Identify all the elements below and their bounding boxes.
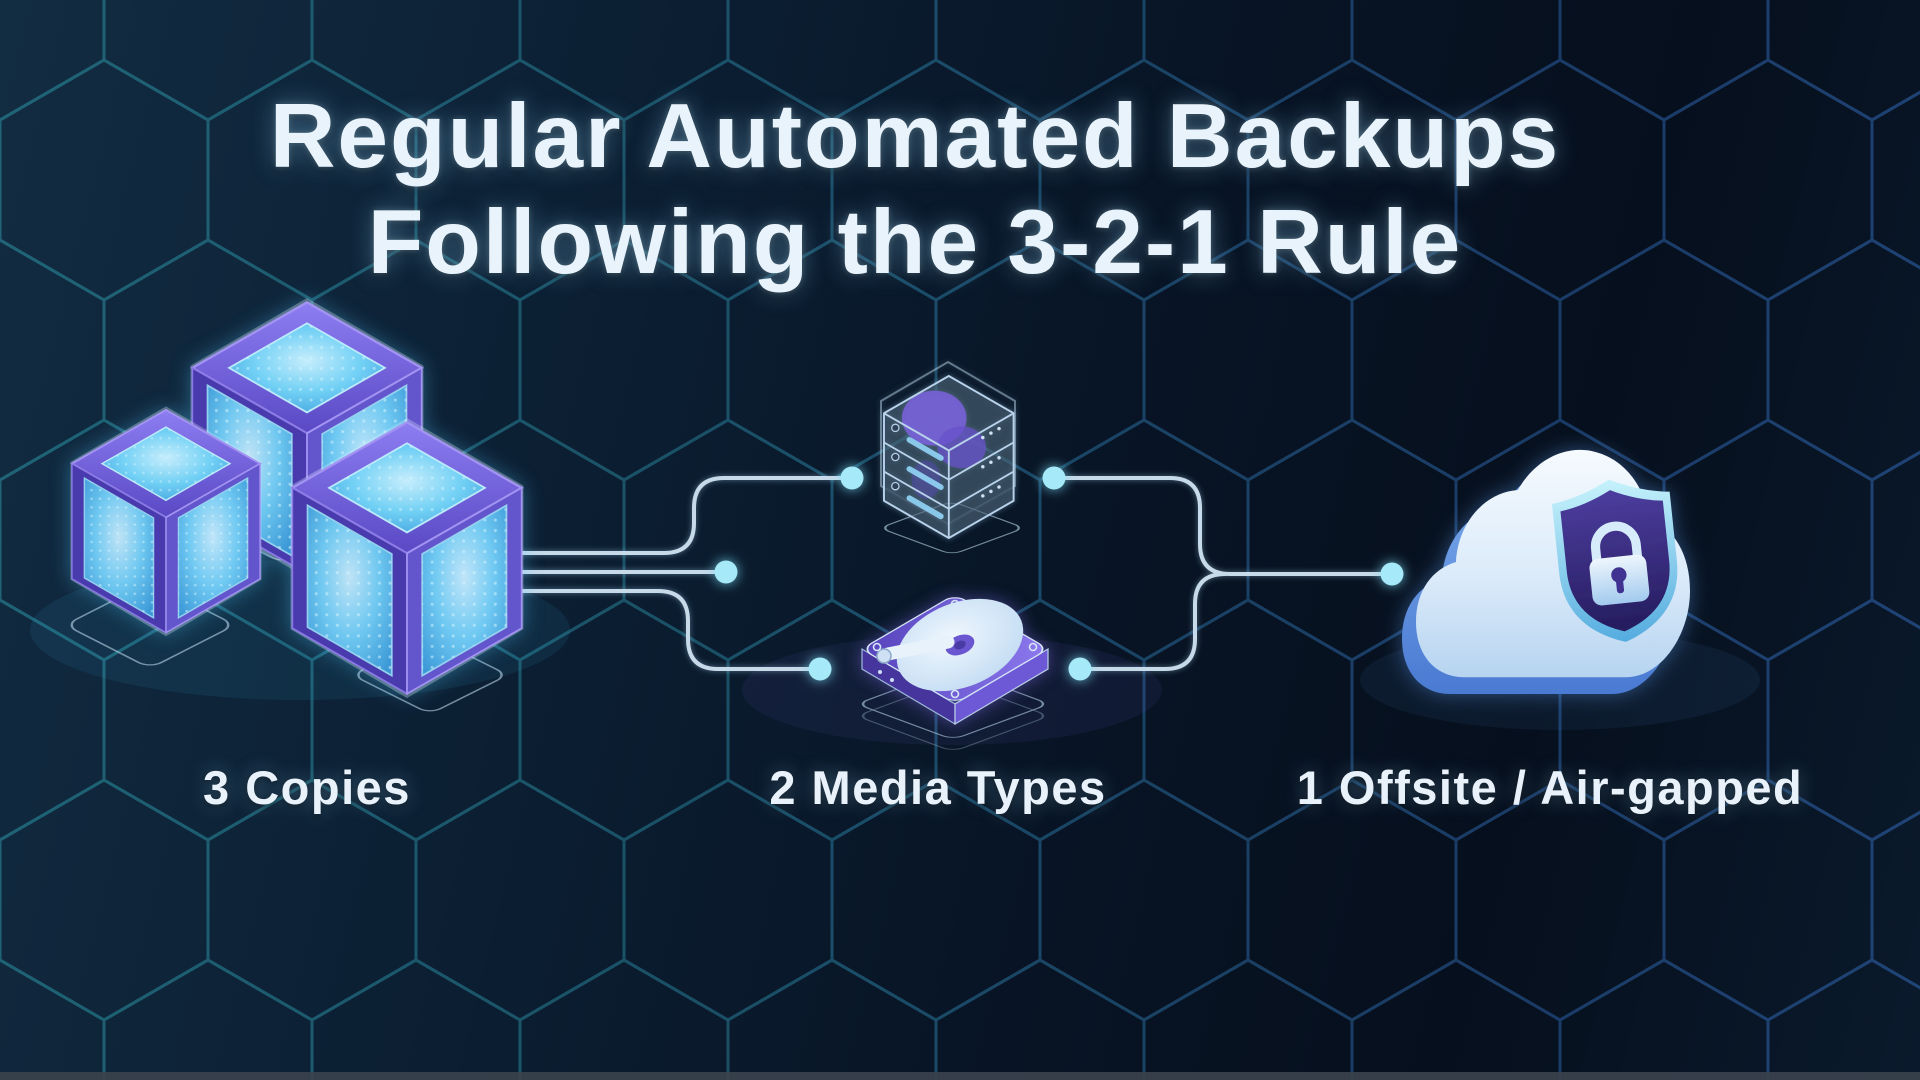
connector-line	[423, 589, 810, 671]
label-1-offsite-air-gapped: 1 Offsite / Air-gapped	[1296, 761, 1804, 814]
connector-node	[714, 560, 738, 584]
bottom-strip	[0, 1072, 1920, 1080]
hard-drive-icon	[861, 597, 1049, 726]
page-title: Regular Automated Backups Following the …	[0, 84, 1830, 295]
title-line-2: Following the 3-2-1 Rule	[367, 191, 1463, 293]
label-2-media-types: 2 Media Types	[769, 761, 1107, 814]
secure-cloud-shield-lock-icon	[1402, 449, 1690, 694]
connector-line	[1089, 572, 1227, 671]
connector-node	[1042, 466, 1066, 490]
label-3-copies: 3 Copies	[203, 761, 411, 814]
connector-line	[1063, 476, 1383, 576]
connector-node	[840, 466, 864, 490]
connector-lines	[423, 476, 1383, 671]
connector-line	[423, 476, 843, 555]
connector-node	[808, 657, 832, 681]
connector-node	[1380, 562, 1404, 586]
shield-lock-icon	[1551, 479, 1678, 642]
padlock-icon	[1589, 521, 1650, 606]
connector-node	[1068, 657, 1092, 681]
server-stack-icon	[880, 360, 1016, 539]
connector-nodes	[714, 466, 1404, 681]
title-line-1: Regular Automated Backups	[269, 86, 1561, 187]
